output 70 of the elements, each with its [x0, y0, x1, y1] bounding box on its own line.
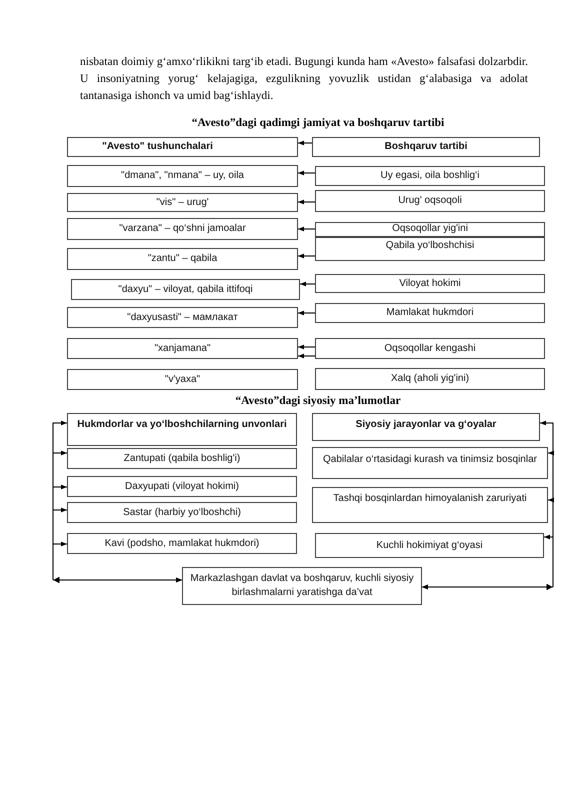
box-label: Siyosiy jarayonlar va g‘oyalar — [356, 419, 496, 431]
box-label: Qabilalar o‘rtasidagi kurash va tinimsiz bosqinlar — [323, 454, 537, 466]
arrow — [300, 282, 316, 286]
term-box — [67, 193, 298, 212]
idea-box — [315, 533, 544, 558]
box-label: Kuchli hokimiyat g‘oyasi — [376, 540, 483, 552]
box-label: "varzana" – qo‘shni jamoalar — [119, 223, 246, 235]
header-box — [312, 413, 540, 441]
arrow — [298, 254, 316, 258]
idea-box — [312, 487, 548, 523]
arrow — [298, 140, 312, 146]
role-box — [315, 274, 545, 293]
header-box — [67, 413, 297, 446]
arrow — [298, 344, 316, 350]
term-box — [71, 279, 300, 300]
role-box — [315, 303, 545, 323]
box-label: Viloyat hokimi — [399, 278, 461, 290]
box-label: Boshqaruv tartibi — [384, 141, 468, 153]
title-box — [67, 502, 297, 523]
arrow — [298, 170, 316, 176]
role-box — [315, 368, 545, 390]
arrow — [422, 534, 554, 590]
box-label: Oqsoqollar yig'ini — [392, 223, 468, 235]
title-box — [67, 533, 297, 554]
arrow — [298, 310, 316, 316]
box-label: Markazlashgan davlat va boshqaruv, kuchli siyosiy birlashmalarni yaratishga da’vat — [189, 572, 415, 600]
box-label: Xalq (aholi yig'ini) — [390, 373, 470, 385]
arrow — [298, 226, 316, 232]
term-box — [67, 218, 298, 240]
arrow — [298, 200, 316, 204]
role-box — [315, 190, 545, 212]
box-label: Uy egasi, oila boshlig‘i — [380, 170, 480, 182]
box-label: Kavi (podsho, mamlakat hukmdori) — [104, 538, 260, 550]
box-label: "vis" – urug' — [156, 196, 209, 208]
header-box — [312, 137, 540, 157]
box-label: "dmana", "nmana" – uy, oila — [121, 170, 244, 182]
box-label: Zantupati (qabila boshlig'i) — [124, 452, 240, 464]
box-label: "zantu" – qabila — [148, 253, 218, 265]
role-box — [315, 222, 545, 237]
box-label: Daxyupati (viloyat hokimi) — [125, 480, 239, 492]
arrow — [298, 354, 316, 358]
title-box — [67, 476, 297, 497]
box-label: "v'yaxa" — [164, 374, 200, 386]
role-box — [315, 338, 545, 359]
arrow — [52, 542, 182, 584]
section-heading: “Avesto”dagi siyosiy ma’lumotlar — [234, 395, 402, 407]
role-box — [315, 237, 545, 261]
box-label: "xanjamana" — [154, 342, 211, 354]
box-label: "daxyu" – viloyat, qabila ittifoqi — [118, 284, 253, 296]
box-label: Oqsoqollar kengashi — [384, 342, 476, 354]
box-label: Hukmdorlar va yo‘lboshchilarning unvonlari — [77, 419, 287, 431]
idea-box — [312, 447, 548, 479]
header-box — [67, 137, 298, 157]
box-label: Urug' oqsoqoli — [398, 195, 462, 207]
term-box — [67, 369, 298, 390]
summary-box — [182, 567, 422, 605]
title-box — [67, 448, 297, 469]
box-label: "daxyusasti" – мамлакат — [127, 312, 238, 324]
paragraph: nisbatan doimiy g‘amxo‘rlikikni targ‘ib etadi. Bugungi kunda ham «Avesto» falsafasi dolzarbdir. U insoniyatning yorug‘ kelajagiga, ezgulikning yovuzlik ustidan g‘alabasiga va adolat tantanasiga ishonch va umid bag‘ishlaydi. — [80, 55, 528, 104]
term-box — [67, 165, 298, 187]
box-label: Tashqi bosqinlardan himoyalanish zaruriyati — [333, 493, 527, 505]
term-box — [67, 248, 298, 270]
term-box — [67, 338, 298, 359]
box-label: "Avesto" tushunchalari — [102, 141, 213, 153]
box-label: Sastar (harbiy yo‘lboshchi) — [123, 506, 241, 518]
box-label: Qabila yo‘lboshchisi — [386, 240, 474, 252]
section-heading: “Avesto”dagi qadimgi jamiyat va boshqaruv tartibi — [190, 117, 446, 129]
term-box — [67, 307, 298, 328]
role-box — [315, 166, 545, 186]
box-label: Mamlakat hukmdori — [386, 307, 474, 319]
